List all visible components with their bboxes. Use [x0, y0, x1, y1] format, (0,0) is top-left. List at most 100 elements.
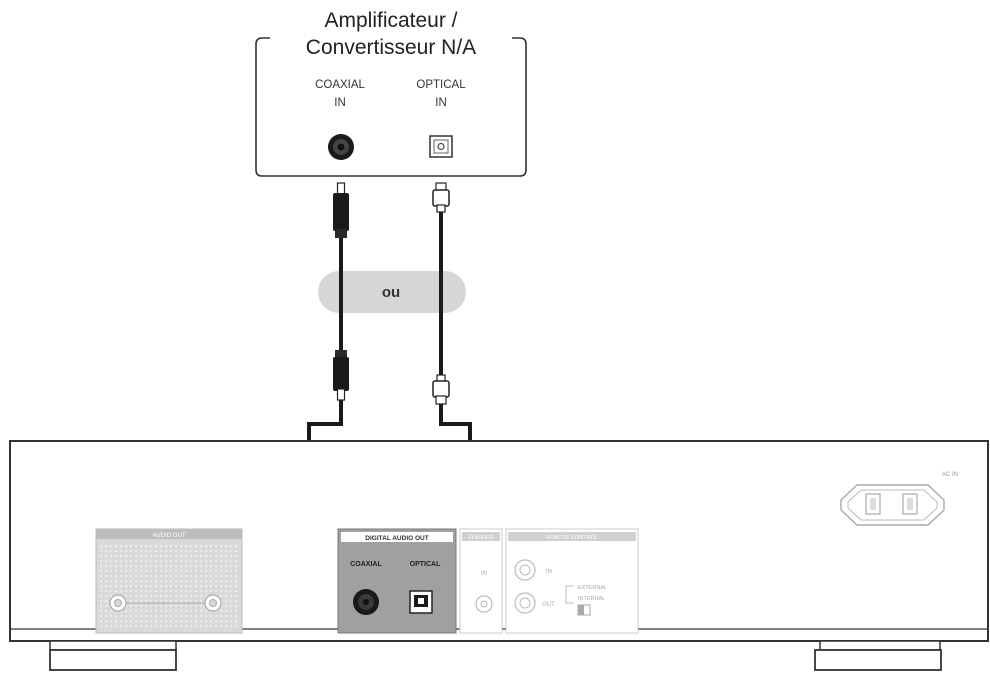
- grid-dot: [145, 590, 148, 593]
- grid-dot: [125, 570, 128, 573]
- grid-dot: [185, 625, 188, 628]
- grid-dot: [190, 615, 193, 618]
- grid-dot: [150, 555, 153, 558]
- grid-dot: [105, 580, 108, 583]
- grid-dot: [145, 585, 148, 588]
- grid-dot: [210, 550, 213, 553]
- grid-dot: [225, 570, 228, 573]
- grid-dot: [160, 615, 163, 618]
- grid-dot: [215, 615, 218, 618]
- grid-dot: [100, 595, 103, 598]
- grid-dot: [190, 600, 193, 603]
- grid-dot: [125, 605, 128, 608]
- grid-dot: [200, 580, 203, 583]
- grid-dot: [205, 580, 208, 583]
- grid-dot: [185, 610, 188, 613]
- grid-dot: [225, 625, 228, 628]
- grid-dot: [150, 550, 153, 553]
- grid-dot: [175, 600, 178, 603]
- grid-dot: [200, 590, 203, 593]
- grid-dot: [110, 565, 113, 568]
- grid-dot: [210, 570, 213, 573]
- grid-dot: [195, 580, 198, 583]
- grid-dot: [200, 565, 203, 568]
- grid-dot: [225, 545, 228, 548]
- grid-dot: [160, 550, 163, 553]
- grid-dot: [100, 600, 103, 603]
- grid-dot: [135, 550, 138, 553]
- grid-dot: [145, 615, 148, 618]
- grid-dot: [175, 560, 178, 563]
- grid-dot: [195, 615, 198, 618]
- grid-dot: [215, 560, 218, 563]
- grid-dot: [110, 620, 113, 623]
- grid-dot: [135, 580, 138, 583]
- grid-dot: [155, 605, 158, 608]
- grid-dot: [185, 555, 188, 558]
- grid-dot: [205, 620, 208, 623]
- grid-dot: [140, 560, 143, 563]
- grid-dot: [105, 600, 108, 603]
- grid-dot: [205, 560, 208, 563]
- grid-dot: [155, 580, 158, 583]
- grid-dot: [110, 610, 113, 613]
- grid-dot: [180, 570, 183, 573]
- grid-dot: [230, 560, 233, 563]
- coaxial-in-jack: [328, 134, 354, 160]
- grid-dot: [235, 575, 238, 578]
- grid-dot: [220, 585, 223, 588]
- grid-dot: [100, 605, 103, 608]
- grid-dot: [110, 555, 113, 558]
- grid-dot: [205, 610, 208, 613]
- grid-dot: [160, 600, 163, 603]
- grid-dot: [155, 610, 158, 613]
- remote-out-label: OUT: [542, 602, 555, 608]
- grid-dot: [115, 550, 118, 553]
- grid-dot: [130, 610, 133, 613]
- grid-dot: [125, 625, 128, 628]
- ac-in-label: AC IN: [942, 472, 958, 478]
- remote-in-label: IN: [546, 569, 552, 575]
- grid-dot: [165, 610, 168, 613]
- grid-dot: [160, 565, 163, 568]
- grid-dot: [230, 575, 233, 578]
- grid-dot: [235, 560, 238, 563]
- grid-dot: [165, 590, 168, 593]
- grid-dot: [225, 605, 228, 608]
- grid-dot: [165, 600, 168, 603]
- grid-dot: [195, 545, 198, 548]
- grid-dot: [160, 625, 163, 628]
- grid-dot: [125, 565, 128, 568]
- grid-dot: [190, 560, 193, 563]
- flasher-label: FLASHER: [468, 535, 493, 541]
- grid-dot: [140, 580, 143, 583]
- grid-dot: [200, 555, 203, 558]
- grid-dot: [100, 565, 103, 568]
- grid-dot: [180, 580, 183, 583]
- grid-dot: [105, 615, 108, 618]
- grid-dot: [130, 600, 133, 603]
- grid-dot: [170, 580, 173, 583]
- grid-dot: [210, 580, 213, 583]
- grid-dot: [140, 610, 143, 613]
- grid-dot: [185, 575, 188, 578]
- grid-dot: [190, 585, 193, 588]
- grid-dot: [235, 605, 238, 608]
- grid-dot: [105, 555, 108, 558]
- grid-dot: [150, 605, 153, 608]
- grid-dot: [145, 620, 148, 623]
- grid-dot: [225, 585, 228, 588]
- grid-dot: [175, 550, 178, 553]
- grid-dot: [125, 610, 128, 613]
- grid-dot: [110, 575, 113, 578]
- grid-dot: [205, 615, 208, 618]
- grid-dot: [195, 595, 198, 598]
- grid-dot: [210, 585, 213, 588]
- grid-dot: [200, 600, 203, 603]
- grid-dot: [155, 625, 158, 628]
- grid-dot: [115, 590, 118, 593]
- grid-dot: [150, 585, 153, 588]
- grid-dot: [200, 545, 203, 548]
- grid-dot: [160, 545, 163, 548]
- grid-dot: [170, 620, 173, 623]
